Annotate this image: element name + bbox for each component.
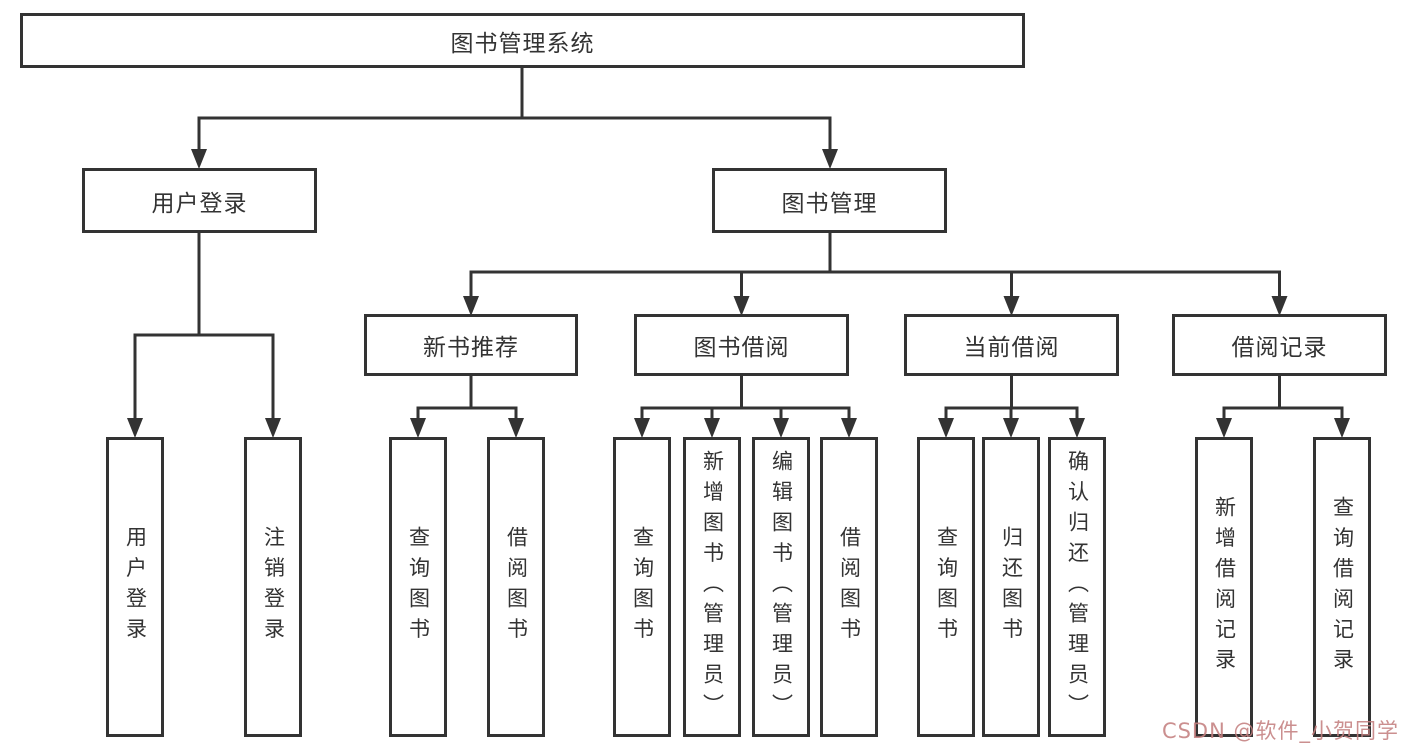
node-label: 用户登录 xyxy=(123,526,148,648)
node-label: 借阅记录 xyxy=(1231,335,1328,361)
leaf-query-books-borrowing: 查询图书 xyxy=(613,437,671,737)
leaf-edit-book-admin: 编辑图书（管理员） xyxy=(752,437,810,737)
node-label: 注销登录 xyxy=(261,526,286,648)
node-label: 当前借阅 xyxy=(963,335,1060,361)
leaf-add-book-admin: 新增图书（管理员） xyxy=(683,437,741,737)
leaf-confirm-return-admin: 确认归还（管理员） xyxy=(1048,437,1106,737)
node-label: 图书借阅 xyxy=(693,335,790,361)
node-label: 图书管理系统 xyxy=(450,30,595,57)
watermark: CSDN @软件_小贺同学 xyxy=(1161,719,1399,743)
leaf-return-books: 归还图书 xyxy=(982,437,1040,737)
node-book-borrowing: 图书借阅 xyxy=(634,314,849,376)
leaf-borrow-books-recommend: 借阅图书 xyxy=(487,437,545,737)
leaf-add-borrow-record: 新增借阅记录 xyxy=(1195,437,1253,737)
node-label: 用户登录 xyxy=(151,190,248,217)
node-label: 查询图书 xyxy=(630,526,655,648)
node-label: 查询图书 xyxy=(934,526,959,648)
leaf-logout: 注销登录 xyxy=(244,437,302,737)
node-new-book-recommendation: 新书推荐 xyxy=(364,314,578,376)
node-user-login: 用户登录 xyxy=(82,168,317,233)
node-label: 借阅图书 xyxy=(504,526,529,648)
node-label: 编辑图书（管理员） xyxy=(769,449,794,725)
leaf-query-borrow-record: 查询借阅记录 xyxy=(1313,437,1371,737)
node-label: 查询图书 xyxy=(406,526,431,648)
node-label: 查询借阅记录 xyxy=(1330,495,1355,679)
leaf-user-login: 用户登录 xyxy=(106,437,164,737)
node-current-borrowing: 当前借阅 xyxy=(904,314,1119,376)
leaf-borrow-books-borrowing: 借阅图书 xyxy=(820,437,878,737)
leaf-query-books-current: 查询图书 xyxy=(917,437,975,737)
leaf-query-books-recommend: 查询图书 xyxy=(389,437,447,737)
node-library-management-system: 图书管理系统 xyxy=(20,13,1025,68)
node-label: 新增图书（管理员） xyxy=(700,449,725,725)
node-label: 归还图书 xyxy=(999,526,1024,648)
node-book-management: 图书管理 xyxy=(712,168,947,233)
node-label: 确认归还（管理员） xyxy=(1065,449,1090,725)
node-borrowing-records: 借阅记录 xyxy=(1172,314,1387,376)
node-label: 新增借阅记录 xyxy=(1212,495,1237,679)
node-label: 图书管理 xyxy=(781,190,878,217)
node-label: 新书推荐 xyxy=(423,335,519,361)
node-label: 借阅图书 xyxy=(837,526,862,648)
